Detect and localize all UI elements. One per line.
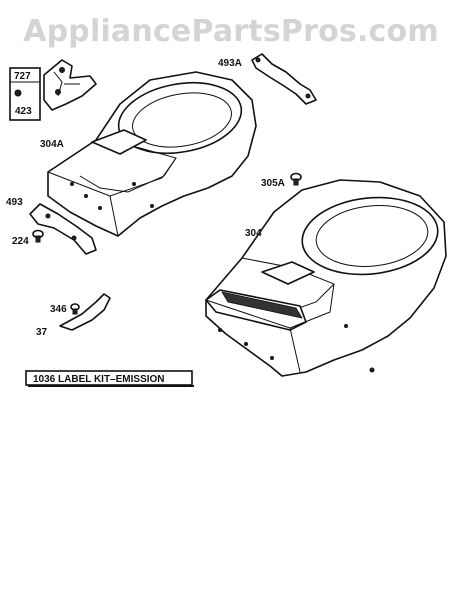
part-346-screw[interactable] xyxy=(70,303,80,315)
part-label-304A[interactable]: 304A xyxy=(40,139,64,150)
part-727-shield[interactable] xyxy=(43,59,97,111)
part-493A-bracket[interactable] xyxy=(251,53,317,105)
part-label-304[interactable]: 304 xyxy=(245,228,262,239)
part-37-clip[interactable] xyxy=(59,293,111,331)
part-224-screw[interactable] xyxy=(32,229,44,243)
part-label-346[interactable]: 346 xyxy=(50,304,67,315)
part-label-493A[interactable]: 493A xyxy=(218,58,242,69)
part-label-224[interactable]: 224 xyxy=(12,236,29,247)
part-305A-screw[interactable] xyxy=(290,172,302,186)
part-304-blower-housing[interactable] xyxy=(205,179,447,377)
part-304A-blower-housing[interactable] xyxy=(47,71,257,237)
part-label-493[interactable]: 493 xyxy=(6,197,23,208)
part-423-screw-icon xyxy=(14,89,22,97)
label-kit-emission[interactable]: 1036 LABEL KIT–EMISSION xyxy=(25,370,194,387)
part-label-305A[interactable]: 305A xyxy=(261,178,285,189)
part-label-37[interactable]: 37 xyxy=(36,327,48,338)
part-label-727[interactable]: 727 xyxy=(14,71,31,82)
watermark: AppliancePartsPros.com xyxy=(23,14,439,49)
part-493-bracket[interactable] xyxy=(29,203,97,255)
part-label-423[interactable]: 423 xyxy=(15,106,32,117)
label-kit-text: 1036 LABEL KIT–EMISSION xyxy=(33,374,165,385)
